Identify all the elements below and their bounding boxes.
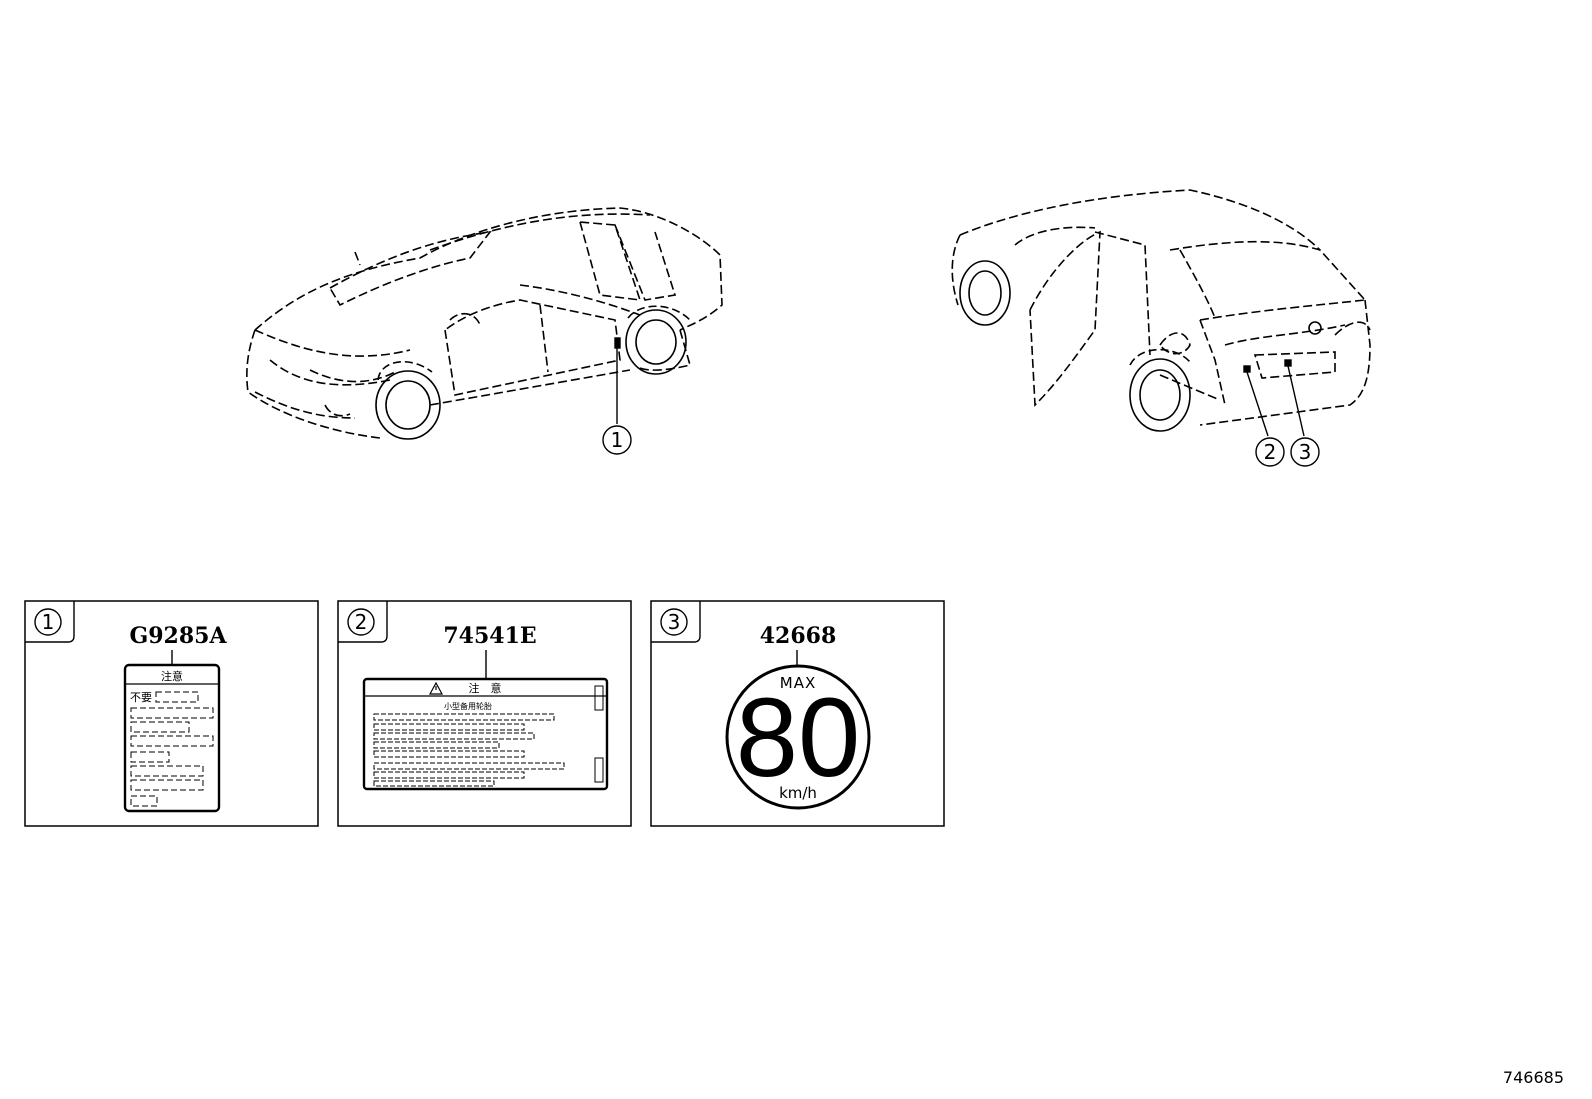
- callout-1-number: 1: [611, 428, 624, 452]
- panel-3-number: 3: [668, 610, 681, 634]
- car-rear-wheels: [959, 260, 1322, 432]
- car-front-wheels: [375, 305, 691, 440]
- car-front-view: [246, 207, 723, 439]
- callout-2-leader: [1243, 365, 1285, 467]
- callout-3-leader: [1284, 359, 1320, 467]
- panel-2-part-number: 74541E: [443, 623, 536, 649]
- panel-1-label-title: 注意: [161, 669, 183, 683]
- panel-2: 2 74541E 注 意 小型备用轮胎: [337, 600, 632, 827]
- speed-sign-circle: [725, 664, 871, 810]
- car-rear-view: [951, 189, 1371, 426]
- panel-2-number: 2: [355, 610, 368, 634]
- speed-sign-max: MAX: [780, 674, 816, 692]
- speed-sign-value: 80: [736, 675, 861, 800]
- warning-triangle-icon: [428, 681, 444, 695]
- panel-1-number: 1: [42, 610, 55, 634]
- panel-1: 1 G9285A 注意 不要: [24, 600, 319, 827]
- panel-3: 3 42668 MAX 80 km/h: [650, 600, 945, 827]
- callout-3-number: 3: [1299, 440, 1312, 464]
- diagram-id: 746685: [1502, 1068, 1564, 1087]
- panel-1-label-row: 不要: [130, 691, 152, 704]
- callout-2-number: 2: [1264, 440, 1277, 464]
- panel-2-label-title: 注 意: [469, 681, 502, 695]
- panel-1-part-number: G9285A: [129, 623, 227, 649]
- panel-2-label-subtitle: 小型备用轮胎: [444, 701, 492, 711]
- speed-sign-unit: km/h: [779, 784, 817, 802]
- panel-3-part-number: 42668: [760, 623, 837, 649]
- callout-1-leader: [602, 337, 632, 455]
